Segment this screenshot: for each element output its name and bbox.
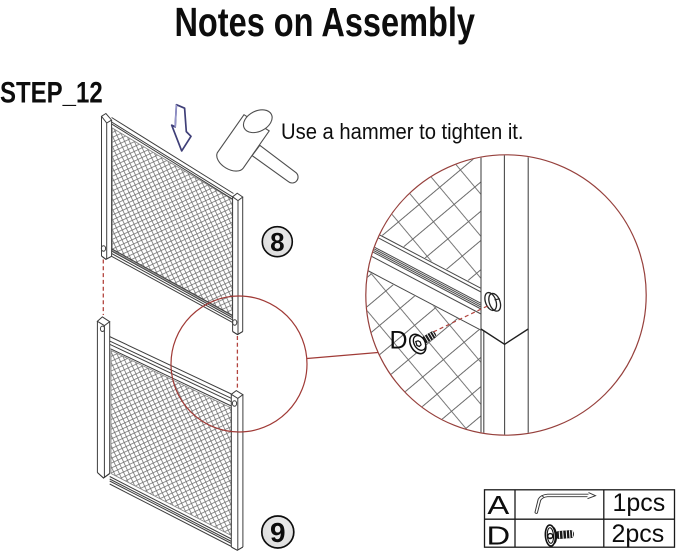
svg-text:A: A: [487, 491, 509, 520]
svg-text:Notes on Assembly: Notes on Assembly: [174, 0, 475, 45]
svg-text:8: 8: [270, 227, 284, 257]
svg-text:D: D: [486, 522, 510, 551]
svg-text:1pcs: 1pcs: [613, 489, 666, 517]
svg-text:Use a hammer to tighten it.: Use a hammer to tighten it.: [281, 119, 524, 144]
svg-text:STEP_12: STEP_12: [0, 75, 103, 109]
svg-text:D: D: [390, 327, 408, 355]
svg-text:2pcs: 2pcs: [612, 520, 665, 548]
svg-text:9: 9: [270, 517, 286, 548]
